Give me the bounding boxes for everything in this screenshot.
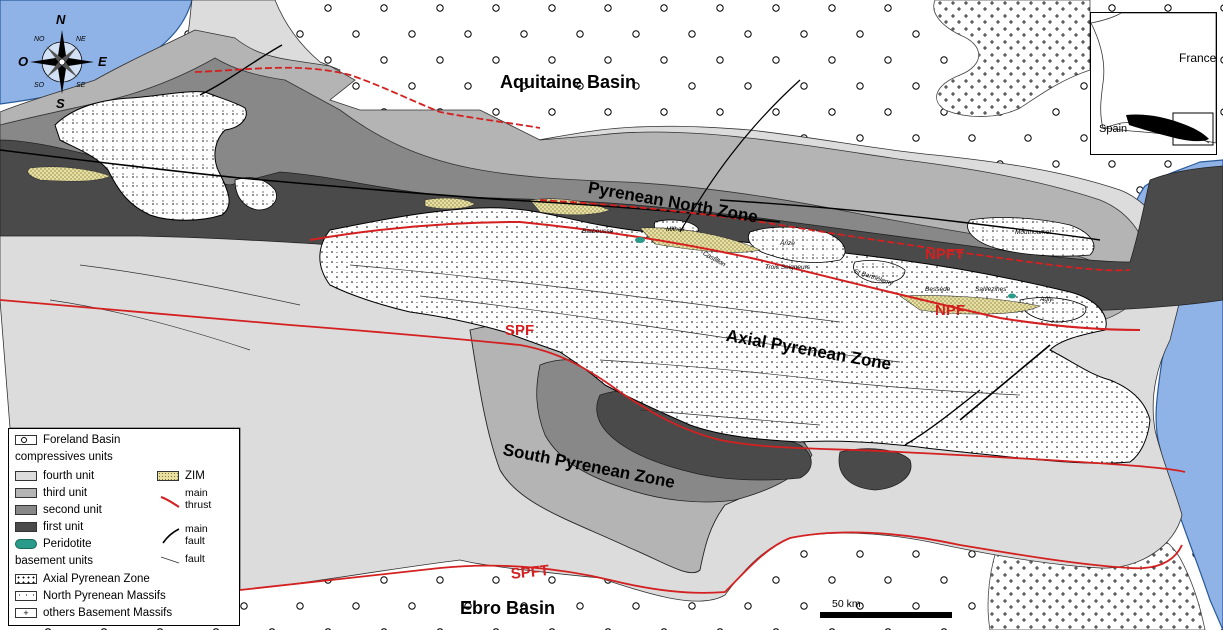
compass-n-label: N xyxy=(56,12,66,27)
legend-label: first unit xyxy=(43,521,84,533)
massif-label: Mouthoumet xyxy=(1015,229,1052,236)
legend-main-fault-label: main fault xyxy=(185,523,208,547)
legend-second: second unit xyxy=(15,503,102,517)
legend-label: second unit xyxy=(43,504,102,516)
north-pyrenean-massif-small xyxy=(234,177,277,211)
spf-label: SPF xyxy=(505,322,535,339)
npft-label: NPFT xyxy=(925,246,965,263)
legend-others: + others Basement Massifs xyxy=(15,606,172,620)
thrust-spf xyxy=(0,299,1186,473)
legend-swatch-third xyxy=(15,488,37,498)
ebro-basin-label: Ebro Basin xyxy=(460,598,556,618)
fault-1 xyxy=(349,264,841,323)
legend-fault-symbol xyxy=(160,556,180,564)
legend-fourth: fourth unit xyxy=(15,469,94,483)
massif-label: Salvezines xyxy=(975,286,1007,293)
legend-header-compressive: compressives units xyxy=(15,451,113,463)
legend-swatch-foreland xyxy=(15,435,37,445)
zim-west xyxy=(27,166,111,182)
main-fault-north-2 xyxy=(719,199,1101,241)
fault-2 xyxy=(419,295,901,363)
map-legend: Foreland Basin compressives units fourth… xyxy=(8,428,240,626)
legend-north-massifs: North Pyrenean Massifs xyxy=(15,589,166,603)
legend-label: Foreland Basin xyxy=(43,434,121,446)
legend-swatch-fourth xyxy=(15,471,37,481)
legend-axial: Axial Pyrenean Zone xyxy=(15,572,150,586)
main-fault-axial-east-2 xyxy=(904,389,981,446)
peridotite-body xyxy=(1008,293,1016,299)
massif-saint-barthelemy xyxy=(853,260,906,284)
thrust-spft xyxy=(239,531,1183,594)
legend-label: North Pyrenean Massifs xyxy=(43,590,166,602)
scale-bar xyxy=(820,612,952,618)
legend-swatch-zim xyxy=(157,471,179,481)
massif-label: Trois Seigneurs xyxy=(765,264,811,271)
legend-peridotite: Peridotite xyxy=(15,537,92,551)
inset-pyrenees xyxy=(1126,114,1209,142)
inset-spain-label: Spain xyxy=(1099,123,1128,135)
basement-massif-northeast xyxy=(933,0,1091,117)
legend-third: third unit xyxy=(15,486,87,500)
legend-zim: ZIM xyxy=(157,469,205,483)
thrust-npf xyxy=(309,220,1141,331)
legend-label: others Basement Massifs xyxy=(43,607,173,619)
zim-north xyxy=(424,197,476,210)
legend-swatch-axial xyxy=(15,574,37,584)
compass-s-label: S xyxy=(56,96,65,111)
compass-e-label: E xyxy=(98,54,107,69)
legend-foreland: Foreland Basin xyxy=(15,433,120,447)
legend-swatch-north-massifs xyxy=(15,591,37,601)
legend-main-fault-symbol xyxy=(162,528,180,544)
massif-label: Arize xyxy=(780,240,795,247)
compass-no-label: NO xyxy=(34,36,45,43)
thrust-npft xyxy=(539,199,1131,272)
legend-label: ZIM xyxy=(185,470,205,482)
compass-se-label: SE xyxy=(76,82,86,89)
massif-label: Milhas xyxy=(666,226,685,233)
first-unit-southeast xyxy=(838,448,912,491)
legend-swatch-second xyxy=(15,505,37,515)
legend-label: Peridotite xyxy=(43,538,92,550)
legend-header-basement: basement units xyxy=(15,555,93,567)
aquitaine-basin-label: Aquitaine Basin xyxy=(500,72,637,92)
legend-thrust-symbol xyxy=(160,496,180,508)
compass-so-label: SO xyxy=(34,82,45,89)
zim-east xyxy=(899,295,1041,315)
thrust-aquitaine-front xyxy=(194,66,541,129)
fault-6 xyxy=(639,409,821,426)
massif-label: Bessède xyxy=(925,286,951,293)
peridotite-body xyxy=(635,237,645,243)
compass-ne-label: NE xyxy=(76,36,86,43)
legend-thrust-label: main thrust xyxy=(185,487,212,511)
massif-agly xyxy=(1019,297,1087,323)
fault-5 xyxy=(79,264,301,306)
massif-label: Agly xyxy=(1040,296,1053,303)
fault-4 xyxy=(49,299,251,351)
npf-label: NPF xyxy=(935,302,965,319)
north-pyrenean-massif-west xyxy=(54,91,247,221)
location-inset: France Spain xyxy=(1090,12,1217,155)
compass-o-label: O xyxy=(18,54,29,69)
main-fault-west xyxy=(199,44,283,96)
inset-france-label: France xyxy=(1179,51,1217,65)
legend-label: third unit xyxy=(43,487,88,499)
legend-fault-label: fault xyxy=(185,553,205,565)
main-fault-axial-east xyxy=(959,344,1051,421)
fault-3 xyxy=(599,359,1021,396)
compass-rose xyxy=(30,30,94,94)
main-fault-north-1 xyxy=(0,149,781,223)
scale-label: 50 km xyxy=(832,598,861,610)
legend-swatch-peridotite xyxy=(15,539,37,549)
legend-label: fourth unit xyxy=(43,470,95,482)
legend-first: first unit xyxy=(15,520,83,534)
massif-label: Barbousse xyxy=(582,228,614,235)
legend-label: Axial Pyrenean Zone xyxy=(43,573,150,585)
inset-map xyxy=(1091,13,1216,146)
legend-swatch-first xyxy=(15,522,37,532)
zim-milhas xyxy=(639,227,761,253)
legend-swatch-others: + xyxy=(15,608,37,618)
